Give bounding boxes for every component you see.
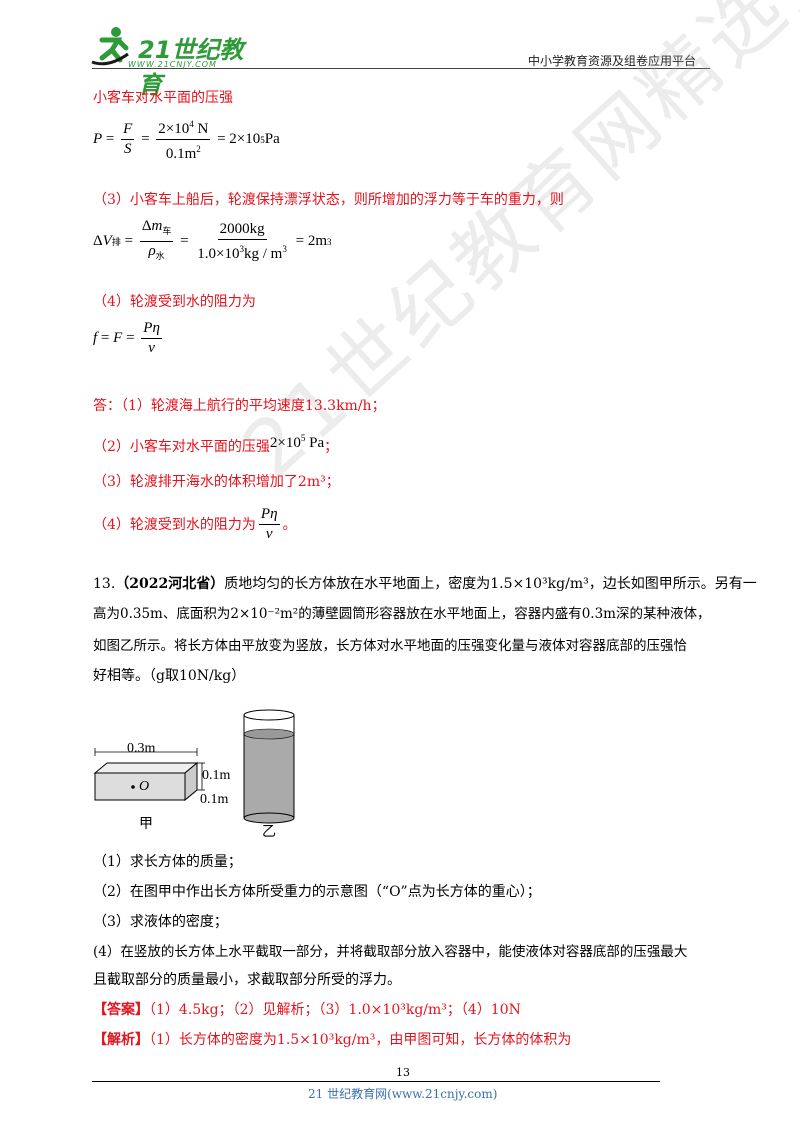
q13-line2: 高为0.35m、底面积为2×10⁻²m²的薄壁圆筒形容器放在水平地面上，容器内盛…: [93, 606, 711, 622]
platform-title: 中小学教育资源及组卷应用平台: [528, 54, 697, 68]
sub-q2: （2）在图甲中作出长方体所受重力的示意图（“O”点为长方体的重心）；: [93, 884, 541, 900]
answer-tag: 【答案】: [93, 1002, 149, 1018]
logo-title: 21世纪教育: [138, 36, 244, 99]
analysis: 【解析】（1）长方体的密度为1.5×10³kg/m³，由甲图可知，长方体的体积为: [93, 1030, 571, 1050]
sub-q1: （1）求长方体的质量；: [93, 854, 242, 870]
logo: 21世纪教育 WWW.21CNJY.COM: [88, 24, 248, 99]
runner-logo-icon: [91, 27, 129, 66]
q13-text1: 质地均匀的长方体放在水平地面上，密度为1.5×10³kg/m³，边长如图甲所示。…: [224, 576, 757, 592]
answer-key: 【答案】（1）4.5kg；（2）见解析；（3）1.0×10³kg/m³；（4）1…: [93, 1000, 521, 1020]
page-number: 13: [396, 1066, 410, 1079]
sub-q4-b: 且截取部分的质量最小，求截取部分所受的浮力。: [93, 972, 401, 988]
q13-number: 13.: [93, 576, 116, 592]
sub-q4-a: (4）在竖放的长方体上水平截取一部分，并将截取部分放入容器中，能使液体对容器底部…: [93, 944, 688, 960]
figure: [93, 709, 295, 824]
sub-q3: （3）求液体的密度；: [93, 914, 228, 930]
answer-3: （3）轮渡排开海水的体积增加了2m³；: [93, 474, 340, 490]
dim-height: 0.1m: [202, 768, 231, 783]
q13-line1: 13.（2022河北省）质地均匀的长方体放在水平地面上，密度为1.5×10³kg…: [93, 574, 757, 594]
pressure-title: 小客车对水平面的压强: [93, 90, 233, 106]
answer-1: 答：（1）轮渡海上航行的平均速度13.3km/h；: [93, 398, 386, 414]
cylinder-figure: [243, 709, 295, 824]
cuboid-figure: [93, 748, 205, 802]
figure-label-a: 甲: [139, 816, 153, 832]
answer-2: （2）小客车对水平面的压强 2×105 Pa；: [93, 433, 339, 455]
header-rule: [92, 68, 710, 69]
step4-text: （4）轮渡受到水的阻力为: [93, 294, 256, 310]
step3-text: （3）小客车上船后，轮渡保持漂浮状态，则所增加的浮力等于车的重力，则: [93, 192, 564, 208]
q13-line4: 好相等。（g取10N/kg）: [93, 668, 246, 684]
dim-length: 0.3m: [127, 741, 156, 756]
answer-values: （1）4.5kg；（2）见解析；（3）1.0×10³kg/m³；（4）10N: [149, 1002, 521, 1018]
center-o-label: O: [139, 779, 150, 794]
analysis-tag: 【解析】: [93, 1032, 149, 1048]
answer-4-text: （4）轮渡受到水的阻力为: [93, 516, 256, 533]
q13-source: （2022河北省）: [115, 576, 225, 592]
dim-width: 0.1m: [200, 792, 229, 807]
analysis-text: （1）长方体的密度为1.5×10³kg/m³，由甲图可知，长方体的体积为: [149, 1032, 572, 1048]
answer-2-text: （2）小客车对水平面的压强: [93, 438, 270, 455]
figure-label-b: 乙: [262, 824, 276, 840]
answer-4-end: 。: [282, 516, 297, 533]
footer-site: 21 世纪教育网(www.21cnjy.com): [308, 1087, 498, 1101]
footer-rule: [92, 1081, 660, 1082]
q13-line3: 如图乙所示。将长方体由平放变为竖放，长方体对水平地面的压强变化量与液体对容器底部…: [93, 638, 687, 654]
logo-url: WWW.21CNJY.COM: [128, 60, 217, 69]
